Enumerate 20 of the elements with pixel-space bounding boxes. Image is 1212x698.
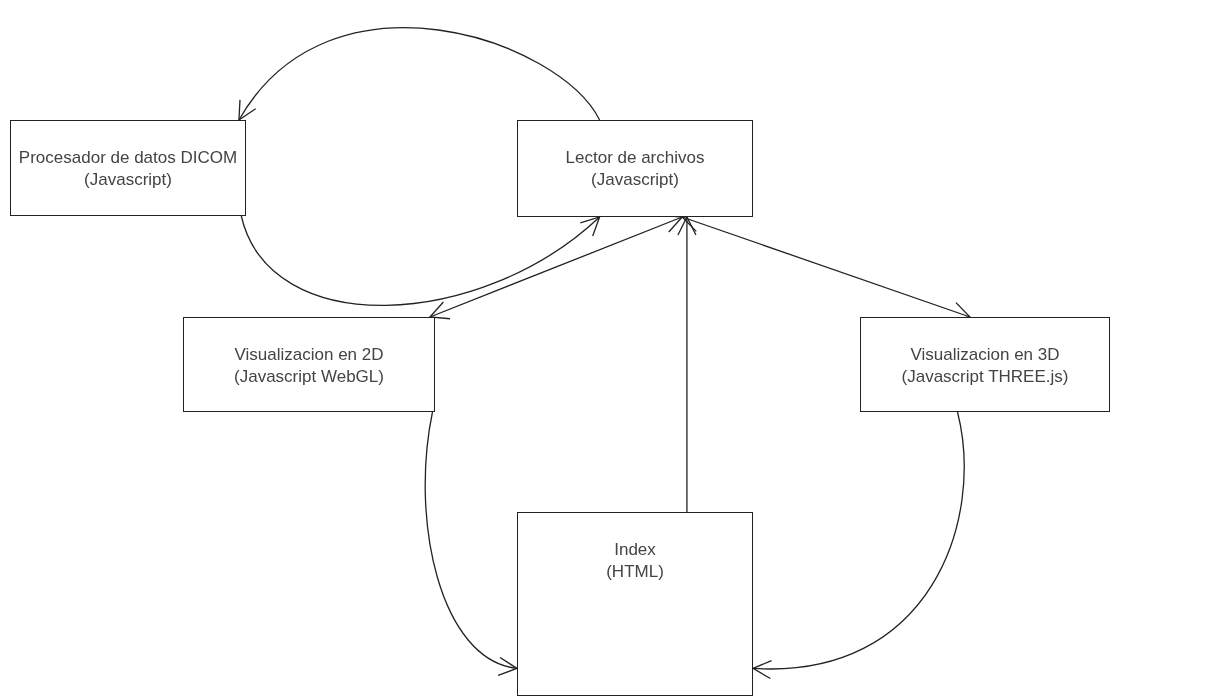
box-label: (Javascript WebGL) bbox=[234, 366, 384, 388]
process-box bbox=[517, 120, 753, 217]
arrow bbox=[238, 27, 601, 121]
arrow bbox=[752, 411, 965, 678]
box-label: (HTML) bbox=[606, 561, 664, 583]
arrow bbox=[677, 216, 697, 513]
box-label: Index bbox=[614, 539, 656, 561]
box-label: Lector de archivos bbox=[565, 147, 705, 169]
process-box bbox=[860, 317, 1110, 412]
box-label: (Javascript) bbox=[84, 169, 172, 191]
process-box bbox=[517, 512, 753, 696]
process-box bbox=[10, 120, 246, 216]
box-label: Visualizacion en 3D bbox=[910, 344, 1060, 366]
box-label: Procesador de datos DICOM bbox=[18, 147, 238, 169]
box-label: (Javascript) bbox=[591, 169, 679, 191]
arrow bbox=[240, 215, 601, 307]
process-box bbox=[183, 317, 435, 412]
box-label: Visualizacion en 2D bbox=[234, 344, 384, 366]
arrow bbox=[424, 411, 518, 674]
box-label: (Javascript THREE.js) bbox=[901, 366, 1069, 388]
